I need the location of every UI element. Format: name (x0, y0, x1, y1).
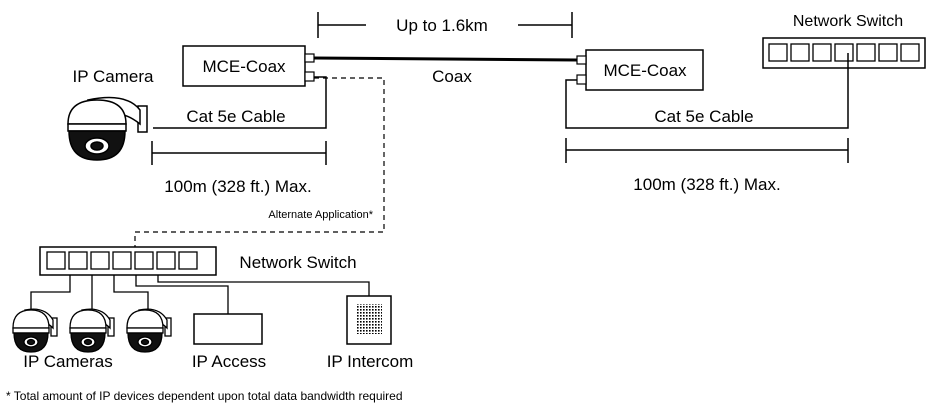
switch-port (156, 251, 176, 270)
ip-intercom-label: IP Intercom (327, 352, 414, 371)
distance-label: Up to 1.6km (396, 16, 488, 35)
network-switch-bottom (39, 246, 217, 276)
ethernet-port-left (304, 71, 315, 82)
switch-ports-top (768, 43, 920, 62)
coax-label: Coax (432, 67, 472, 86)
ip-camera-icon (12, 308, 58, 353)
coax-port-right (576, 55, 587, 65)
ip-camera-label: IP Camera (73, 67, 154, 86)
switch-port (112, 251, 132, 270)
alternate-dashed-link (134, 77, 385, 247)
ethernet-port-right (576, 74, 587, 85)
network-switch-bottom-label: Network Switch (239, 253, 356, 272)
ip-cameras-group (12, 308, 172, 353)
max-dimension-right (565, 138, 849, 163)
mce-coax-right-label: MCE-Coax (603, 61, 687, 80)
switch-port (878, 43, 898, 62)
mce-coax-left-label: MCE-Coax (202, 57, 286, 76)
ip-intercom-device (346, 295, 392, 345)
switch-port (768, 43, 788, 62)
max-dimension-left (151, 141, 327, 165)
cat5e-cable-right (565, 53, 849, 129)
cat5e-right-label: Cat 5e Cable (654, 107, 753, 126)
switch-port (178, 251, 198, 270)
switch-port (856, 43, 876, 62)
ip-access-device (193, 313, 263, 345)
switch-port (90, 251, 110, 270)
switch-port (68, 251, 88, 270)
ip-cameras-label: IP Cameras (23, 352, 112, 371)
max-right-label: 100m (328 ft.) Max. (633, 175, 780, 194)
switch-port (834, 43, 854, 62)
switch-port (812, 43, 832, 62)
ip-camera-icon (126, 308, 172, 353)
network-switch-top-label: Network Switch (793, 13, 903, 30)
ip-access-label: IP Access (192, 352, 266, 371)
mce-coax-right (576, 49, 704, 91)
network-switch-top (762, 37, 926, 69)
footnote: * Total amount of IP devices dependent u… (6, 389, 403, 403)
ip-camera-icon (69, 308, 115, 353)
switch-port (46, 251, 66, 270)
ip-camera-icon (67, 96, 148, 161)
distance-dimension (317, 12, 573, 38)
max-left-label: 100m (328 ft.) Max. (164, 177, 311, 196)
switch-port (900, 43, 920, 62)
cat5e-left-label: Cat 5e Cable (186, 107, 285, 126)
cat5e-cable-left (153, 76, 327, 129)
mce-coax-left (182, 45, 315, 87)
switch-ports-bottom (46, 251, 198, 270)
bottom-cables (30, 275, 370, 314)
coax-port-left (304, 53, 315, 63)
alternate-label: Alternate Application* (268, 209, 373, 221)
switch-port (134, 251, 154, 270)
switch-port (790, 43, 810, 62)
coax-cable (313, 56, 578, 62)
